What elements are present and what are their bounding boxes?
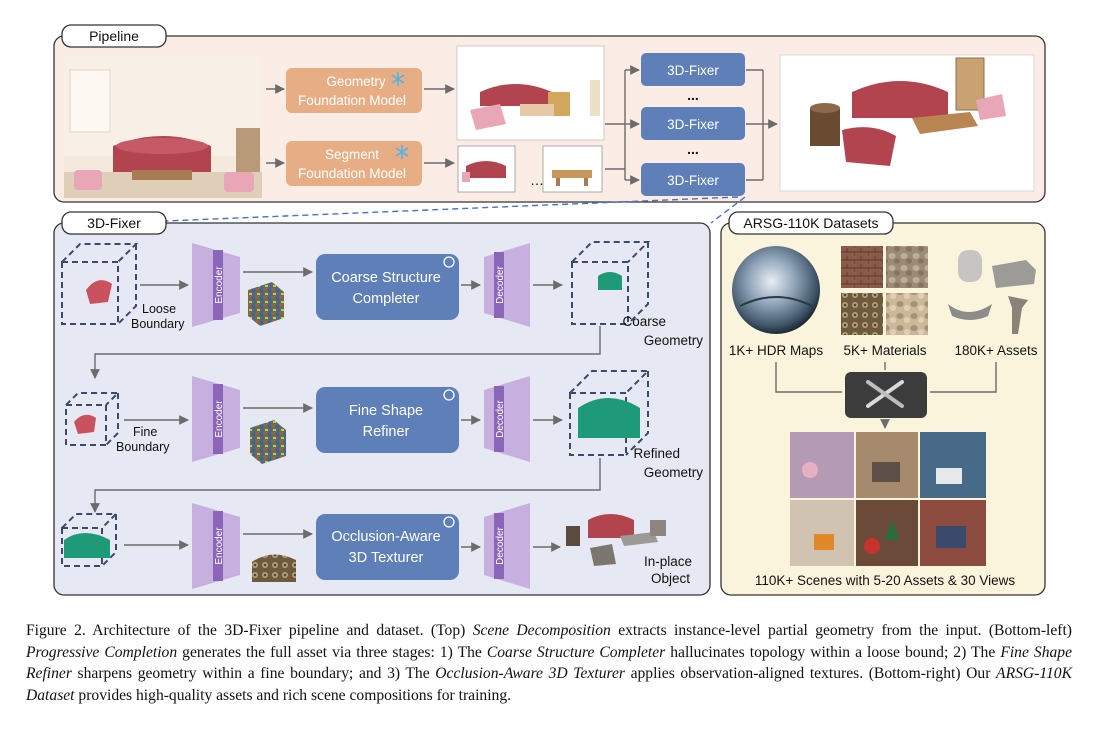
segment-crop-sofa bbox=[457, 145, 516, 193]
stage2-refined-sofa bbox=[578, 398, 640, 438]
caption-italic: Coarse Structure Completer bbox=[486, 643, 666, 661]
figure-caption: Figure 2. Architecture of the 3D-Fixer p… bbox=[26, 620, 1072, 706]
input-room-image bbox=[64, 56, 262, 198]
caption-italic: Scene Decomposition bbox=[472, 622, 611, 639]
coarse-structure-completer bbox=[316, 254, 459, 320]
dataset-panel-tag bbox=[728, 211, 894, 235]
stage1-latent-cube bbox=[248, 282, 284, 326]
stage1-encoder-label: Encoder bbox=[214, 266, 225, 304]
snowflake-icon bbox=[395, 145, 409, 159]
stage3-block-line2: 3D Texturer bbox=[349, 550, 424, 566]
segment-model-line2: Foundation Model bbox=[298, 166, 406, 181]
stage1-output-line2: Geometry bbox=[644, 333, 704, 348]
caption-text: Figure 2. Architecture of the 3D-Fixer p… bbox=[26, 622, 473, 639]
fine-shape-refiner bbox=[316, 387, 459, 453]
crop-dots: … bbox=[530, 172, 544, 188]
refresh-icon bbox=[443, 516, 455, 528]
caption-text: sharpens geometry within a fine boundary… bbox=[71, 665, 436, 682]
caption-text: generates the full asset via three stage… bbox=[177, 643, 487, 661]
caption-text: provides high-quality assets and rich sc… bbox=[74, 686, 512, 704]
stage1-block-line1: Coarse Structure bbox=[331, 270, 441, 286]
geometry-model-line1: Geometry bbox=[326, 74, 386, 89]
asset-thumbnails bbox=[948, 250, 1036, 334]
scenes-summary: 110K+ Scenes with 5-20 Assets & 30 Views bbox=[755, 573, 1016, 588]
stage2-block-line1: Fine Shape bbox=[349, 403, 423, 419]
fixer-block-2 bbox=[641, 107, 745, 140]
stage1-block-line2: Completer bbox=[353, 291, 420, 307]
stage1-partial-sofa bbox=[86, 280, 112, 304]
stage2-decoder bbox=[484, 376, 530, 462]
stage2-output-line2: Geometry bbox=[644, 465, 704, 480]
caption-italic: Occlusion-Aware 3D Texturer bbox=[435, 665, 625, 682]
stage2-decoder-label: Decoder bbox=[495, 399, 506, 437]
fixer-block-1-label: 3D-Fixer bbox=[667, 63, 719, 78]
stage2-input-line1: Fine bbox=[133, 425, 157, 439]
material-swatches bbox=[841, 246, 928, 335]
fixer-block-2-label: 3D-Fixer bbox=[667, 117, 719, 132]
stage3-output-line1: In-place bbox=[644, 554, 692, 569]
stage1-coarse-sofa bbox=[598, 272, 622, 290]
hdr-count: 1K+ HDR Maps bbox=[729, 343, 823, 358]
reconstructed-scene-image bbox=[779, 54, 1035, 192]
architecture-diagram: Pipeline Geometry Foundation Model Segme… bbox=[53, 24, 1046, 596]
stage1-input-line1: Loose bbox=[142, 302, 176, 316]
stage3-decoder-label: Decoder bbox=[495, 526, 506, 564]
stage1-decoder bbox=[484, 243, 530, 327]
caption-italic: Progressive Completion bbox=[26, 643, 178, 661]
fixer-ellipsis-1: ... bbox=[687, 87, 699, 103]
stage2-block-line2: Refiner bbox=[363, 424, 410, 440]
materials-count: 5K+ Materials bbox=[844, 343, 927, 358]
tools-icon bbox=[845, 372, 927, 418]
pipeline-label: Pipeline bbox=[89, 28, 139, 44]
scene-grid bbox=[790, 432, 986, 566]
stage3-encoder-label: Encoder bbox=[214, 527, 225, 565]
stage3-block-line1: Occlusion-Aware bbox=[331, 529, 440, 545]
pipeline-tag bbox=[61, 24, 167, 48]
stage3-textured-latent bbox=[252, 554, 296, 582]
refresh-icon bbox=[443, 256, 455, 268]
segment-model-line1: Segment bbox=[325, 147, 379, 162]
caption-text: applies observation-aligned textures. (B… bbox=[624, 665, 997, 682]
stage2-latent-cube bbox=[250, 420, 286, 464]
stage1-decoder-label: Decoder bbox=[495, 265, 506, 303]
in-place-objects-image bbox=[566, 514, 666, 566]
stage3-decoder bbox=[484, 503, 530, 589]
partial-geometry-image bbox=[456, 45, 605, 141]
fixer-panel-label: 3D-Fixer bbox=[87, 215, 141, 231]
caption-text: hallucinates topology within a loose bou… bbox=[665, 643, 1001, 661]
segment-crop-table bbox=[542, 145, 603, 193]
stage3-refined-sofa bbox=[64, 533, 110, 558]
fixer-block-3-label: 3D-Fixer bbox=[667, 173, 719, 188]
fixer-block-1 bbox=[641, 53, 745, 86]
caption-italic: ARSG-110K Dataset bbox=[26, 665, 1072, 704]
geometry-foundation-model bbox=[286, 68, 422, 113]
assets-count: 180K+ Assets bbox=[955, 343, 1038, 358]
fixer-panel-tag bbox=[61, 211, 167, 235]
geometry-model-line2: Foundation Model bbox=[298, 93, 406, 108]
caption-italic: Fine Shape Refiner bbox=[26, 643, 1073, 683]
stage2-output-line1: Refined bbox=[633, 446, 680, 461]
stage2-partial-sofa bbox=[74, 414, 96, 434]
occlusion-aware-3d-texturer bbox=[316, 514, 459, 580]
stage2-input-line2: Boundary bbox=[116, 440, 170, 454]
fixer-block-3 bbox=[641, 163, 745, 196]
fixer-ellipsis-2: ... bbox=[687, 141, 699, 157]
stage3-output-line2: Object bbox=[651, 571, 690, 586]
hdr-map-sphere bbox=[732, 246, 820, 334]
refresh-icon bbox=[443, 389, 455, 401]
stage2-output-boundary bbox=[569, 370, 651, 456]
stage1-output-boundary bbox=[571, 241, 651, 325]
stage1-input-boundary bbox=[61, 243, 139, 325]
stage2-input-boundary bbox=[65, 392, 121, 446]
snowflake-icon bbox=[391, 72, 405, 86]
stage3-input-boundary bbox=[61, 513, 119, 567]
segment-foundation-model bbox=[286, 141, 422, 186]
stage1-input-line2: Boundary bbox=[131, 317, 185, 331]
dataset-panel-label: ARSG-110K Datasets bbox=[743, 215, 878, 231]
stage1-output-line1: Coarse bbox=[622, 314, 666, 329]
caption-text: extracts instance-level partial geometry… bbox=[610, 622, 1073, 639]
stage2-encoder-label: Encoder bbox=[214, 400, 225, 438]
